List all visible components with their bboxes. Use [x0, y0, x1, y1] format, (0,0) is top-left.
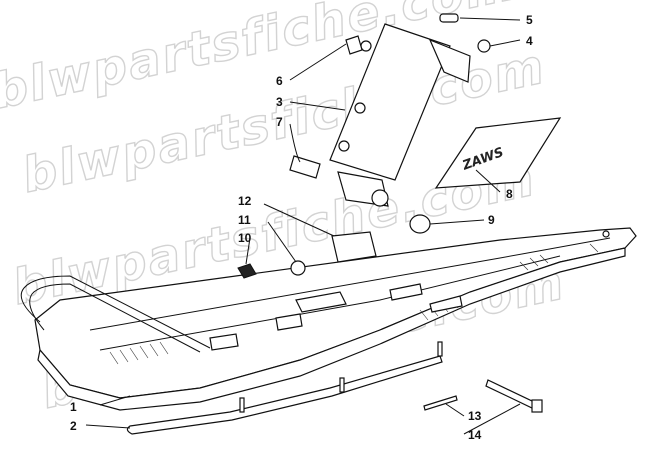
callout-labels: 1 2 3 4 5 6 7 8 9 10 11 12 13 14 — [70, 13, 533, 442]
small-parts — [237, 13, 543, 413]
callout-6: 6 — [276, 74, 283, 88]
callout-11: 11 — [238, 213, 251, 227]
callout-3: 3 — [276, 95, 283, 109]
callout-14: 14 — [468, 428, 482, 442]
ski — [20, 227, 637, 435]
callout-13: 13 — [468, 409, 482, 423]
spindle-bracket — [329, 23, 471, 207]
ski-decal: ZAWS — [434, 117, 562, 189]
callout-8: 8 — [506, 187, 513, 201]
leader-lines — [85, 17, 521, 435]
callout-7: 7 — [276, 115, 283, 129]
callout-1: 1 — [70, 400, 77, 414]
callout-4: 4 — [526, 34, 533, 48]
callout-10: 10 — [238, 231, 252, 245]
callout-9: 9 — [488, 213, 495, 227]
callout-12: 12 — [238, 194, 252, 208]
callout-2: 2 — [70, 419, 77, 433]
callout-5: 5 — [526, 13, 533, 27]
